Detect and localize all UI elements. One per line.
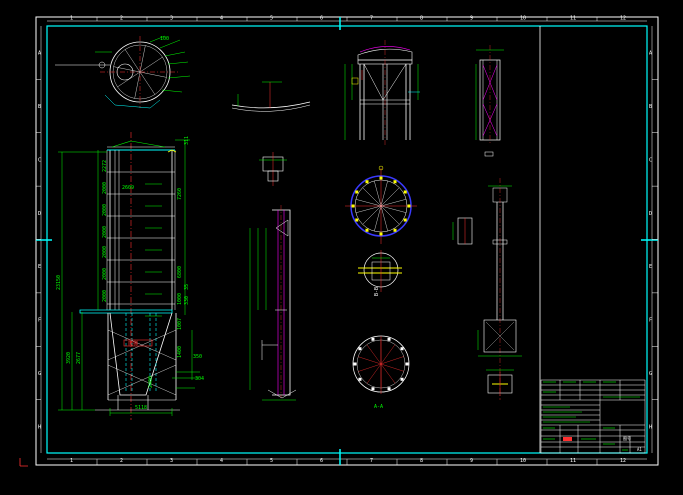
zone-column-label: 12 [620,16,626,22]
zone-column-label: 3 [170,458,173,464]
dim-seg-2000-3: 2000 [102,226,108,238]
zone-column-label: 4 [220,16,223,22]
dim-right-1007: 1007 [177,318,183,330]
title-block-rev: A1 [637,447,642,452]
column-elevation [249,152,297,401]
zone-row-label: A [38,51,41,57]
zone-column-label: 6 [320,458,323,464]
title-block [540,379,646,454]
zone-column-label: 12 [620,458,626,464]
zone-row-label: H [38,424,41,430]
zone-row-label: C [38,157,41,163]
zone-column-label: 9 [470,458,473,464]
mark-1000: 1000 [177,293,183,305]
dim-seg-2000-5: 2000 [102,268,108,280]
zone-row-label: C [649,157,652,163]
support-frame-elevation [344,40,420,145]
dim-base-width: 5118 [135,405,147,411]
zone-ticks [36,17,658,465]
zone-column-label: 1 [70,458,73,464]
dim-right-1400: 1400 [177,346,183,358]
title-block-label: 图号 [623,435,631,441]
zone-row-label: G [649,371,652,377]
top-plan-view: 100 [55,35,191,109]
zone-column-label: 9 [470,16,473,22]
dim-right-330: 330 [184,296,190,305]
arc-beam-detail [231,81,311,112]
ladder-label: 爬梯 [128,340,138,347]
zone-column-label: 8 [420,16,423,22]
red-label-box [123,339,153,347]
zone-column-label: 3 [170,16,173,22]
mark-304: 304 [195,376,204,382]
zone-column-label: 6 [320,16,323,22]
dim-seg-2000-4: 2000 [102,246,108,258]
zone-row-label: F [38,318,41,324]
zone-row-label: E [38,264,41,270]
dim-lower-height: 3920 [66,352,72,364]
zone-row-label: B [38,104,41,110]
zone-column-label: 8 [420,458,423,464]
zone-column-label: 11 [570,458,576,464]
section-a-label: A-A [374,404,383,410]
section-circle-small: B-B [358,250,402,296]
tower-dimension-text: 23150 3920 2677 5118 2272 2000 2000 2000… [56,136,204,411]
title-block-green-text [543,381,640,451]
dim-right-350: 350 [193,354,202,360]
plan-mark-100: 100 [160,36,169,42]
section-circle-1 [345,165,417,244]
zone-column-label: 11 [570,16,576,22]
dim-right-6800: 6800 [177,266,183,278]
section-circle-2: A-A [352,335,410,410]
zone-row-label: E [649,264,652,270]
zone-row-label: B [649,104,652,110]
dim-seg-2000-2: 2000 [102,204,108,216]
zone-column-label: 5 [270,458,273,464]
mark-2609: 2609 [122,185,134,191]
zone-column-label: 7 [370,16,373,22]
zone-column-label: 10 [520,458,526,464]
origin-marker [19,458,28,467]
zone-row-label: H [649,424,652,430]
right-column-detail [452,178,522,400]
zone-column-label: 4 [220,458,223,464]
zone-row-label: D [649,211,652,217]
zone-column-label: 5 [270,16,273,22]
dim-lower-height2: 2677 [76,352,82,364]
dim-seg-2000-6: 2000 [102,290,108,302]
dim-total-height: 23150 [56,275,62,290]
zone-row-label: D [38,211,41,217]
zone-column-label: 7 [370,458,373,464]
dim-seg-2272: 2272 [102,160,108,172]
zone-row-label: A [649,51,652,57]
narrow-frame-elevation [475,45,504,157]
zone-column-label: 2 [120,16,123,22]
dim-right-311: 311 [184,136,190,145]
title-block-red-mark [563,437,572,441]
zone-row-label: G [38,371,41,377]
mark-2400: 2400 [148,376,154,388]
zone-column-label: 1 [70,16,73,22]
tower-elevation: 爬梯 [79,132,180,420]
zone-row-label: F [649,318,652,324]
dim-right-35: 35 [184,284,190,290]
zone-column-label: 10 [520,16,526,22]
zone-column-label: 2 [120,458,123,464]
dim-seg-2000-1: 2000 [102,182,108,194]
tower-dimensions [58,139,200,416]
section-b-label: B-B [374,287,380,296]
dim-right-7260: 7260 [177,188,183,200]
